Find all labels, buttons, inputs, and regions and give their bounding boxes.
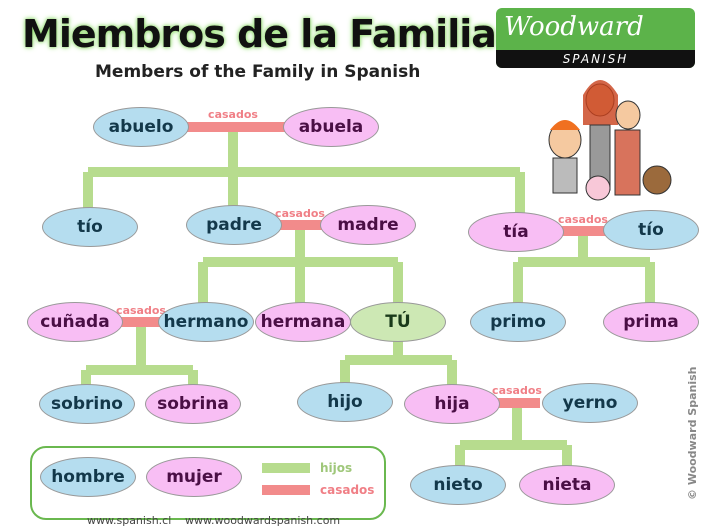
hijos-line bbox=[513, 231, 655, 305]
node-nieto: nieto bbox=[410, 465, 506, 505]
hijos-line bbox=[455, 403, 572, 468]
legend-hijos-bar bbox=[262, 463, 310, 473]
node-padre: padre bbox=[186, 205, 282, 245]
node-sobrina: sobrina bbox=[145, 384, 241, 424]
node-primo: primo bbox=[470, 302, 566, 342]
node-hijo: hijo bbox=[297, 382, 393, 422]
node-abuela: abuela bbox=[283, 107, 379, 147]
node-tio: tío bbox=[42, 207, 138, 247]
legend-casados-label: casados bbox=[320, 483, 375, 497]
node-hermano: hermano bbox=[158, 302, 254, 342]
node-tu: TÚ bbox=[350, 302, 446, 342]
node-sobrino: sobrino bbox=[39, 384, 135, 424]
node-prima: prima bbox=[603, 302, 699, 342]
page-subtitle: Members of the Family in Spanish bbox=[95, 62, 421, 82]
hijos-line bbox=[83, 127, 525, 215]
node-madre: madre bbox=[320, 205, 416, 245]
casados-line bbox=[120, 122, 606, 408]
node-tia: tía bbox=[468, 212, 564, 252]
logo-sub: SPANISH bbox=[496, 50, 695, 68]
hijos-line bbox=[81, 322, 198, 388]
casados-label: casados bbox=[275, 207, 325, 220]
node-nieta: nieta bbox=[519, 465, 615, 505]
casados-label: casados bbox=[558, 213, 608, 226]
node-abuelo: abuelo bbox=[93, 107, 189, 147]
woodward-logo: Woodward SPANISH bbox=[496, 8, 695, 68]
casados-label: casados bbox=[492, 384, 542, 397]
hijos-line bbox=[198, 225, 403, 305]
page-title: Miembros de la Familia bbox=[22, 12, 497, 56]
logo-word: Woodward bbox=[504, 12, 644, 42]
footer-link-woodwardspanish[interactable]: www.woodwardspanish.com bbox=[185, 514, 341, 527]
legend-mujer: mujer bbox=[146, 457, 242, 497]
node-hermana: hermana bbox=[255, 302, 351, 342]
legend-hijos-label: hijos bbox=[320, 461, 353, 475]
cartoon-family-illustration bbox=[548, 80, 672, 201]
node-hija: hija bbox=[404, 384, 500, 424]
node-yerno: yerno bbox=[542, 383, 638, 423]
node-tio-2: tío bbox=[603, 210, 699, 250]
node-cunada: cuñada bbox=[27, 302, 123, 342]
footer-link-spanish-cl[interactable]: www.spanish.cl bbox=[87, 514, 172, 527]
casados-label: casados bbox=[208, 108, 258, 121]
legend-casados-bar bbox=[262, 485, 310, 495]
copyright-text: © Woodward Spanish bbox=[686, 366, 699, 500]
legend bbox=[30, 446, 386, 520]
casados-label: casados bbox=[116, 304, 166, 317]
legend-hombre: hombre bbox=[40, 457, 136, 497]
